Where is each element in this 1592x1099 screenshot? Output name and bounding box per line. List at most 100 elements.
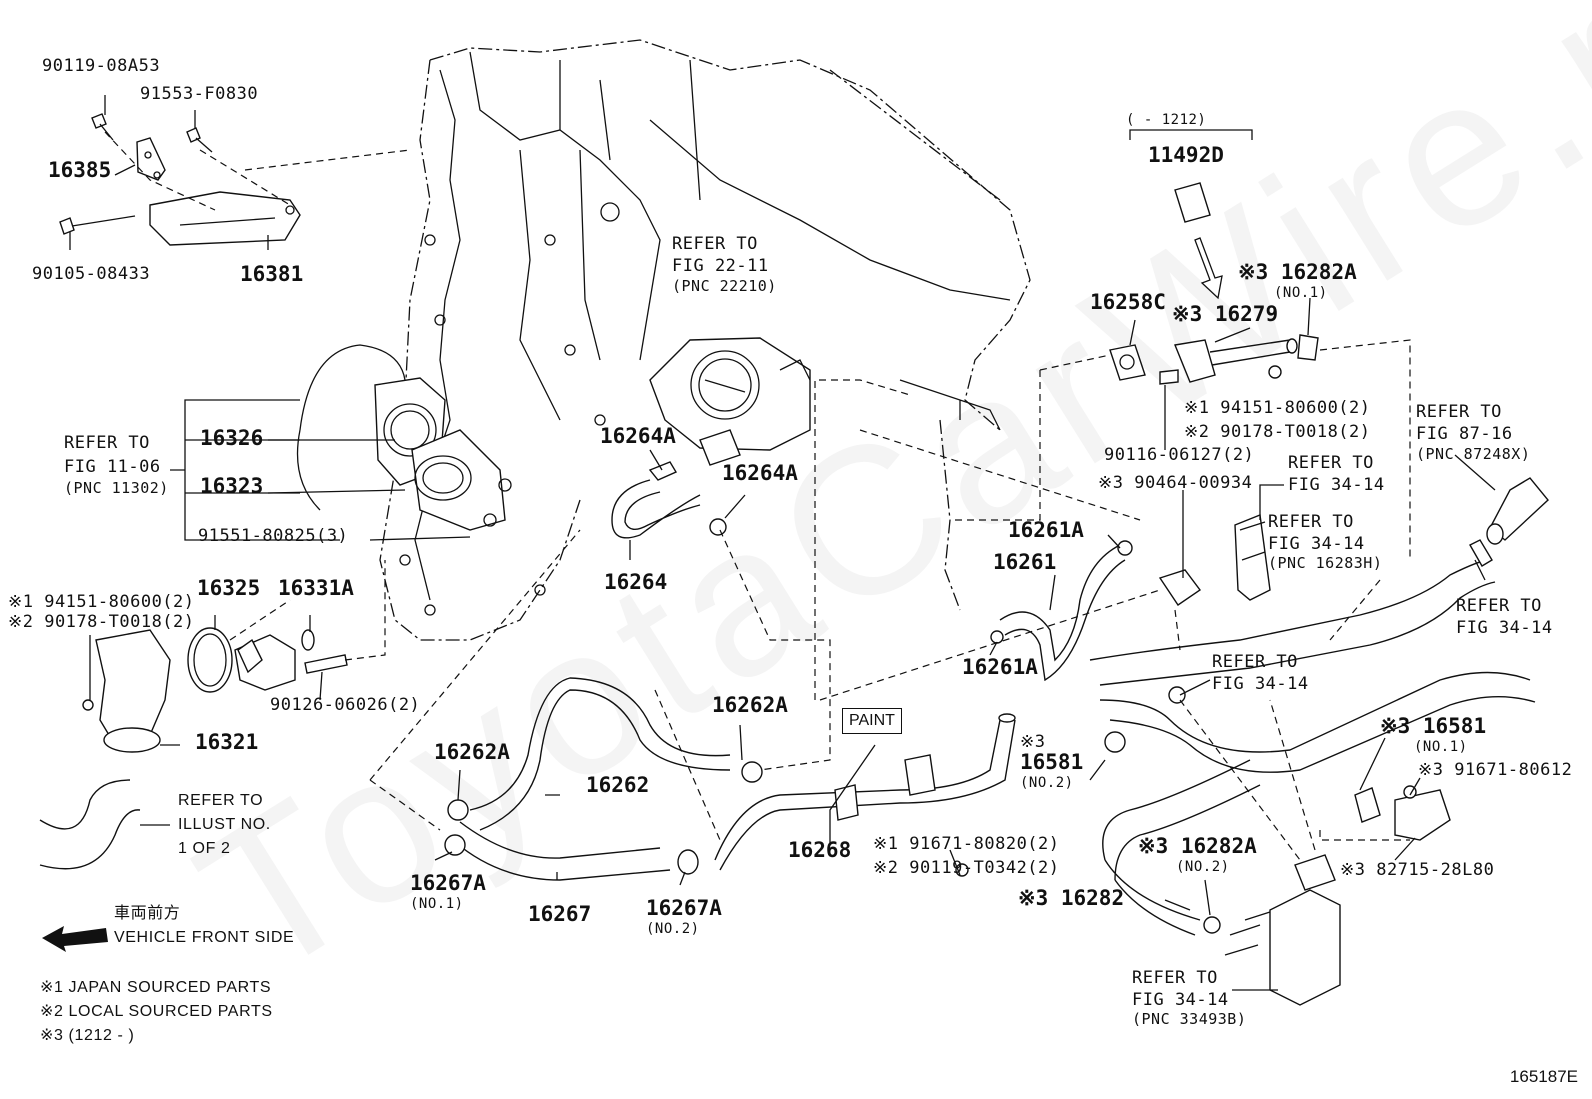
part-16267A-no1-sub: (NO.1) <box>410 896 464 912</box>
ref-fig-87-16-line3: (PNC 87248X) <box>1416 445 1531 463</box>
ref-fig-11-06-line3: (PNC 11302) <box>64 479 169 497</box>
part-90178-T0018-b: ※2 90178-T0018(2) <box>1184 422 1371 442</box>
ref-fig-11-06-line2: FIG 11-06 <box>64 457 161 477</box>
ref-fig-34-14h-line2: FIG 34-14 <box>1268 534 1365 554</box>
part-16262A-1: 16262A <box>712 693 788 717</box>
part-82715-28L80: ※3 82715-28L80 <box>1340 860 1495 880</box>
part-90464-00934: ※3 90464-00934 <box>1098 473 1253 493</box>
hose-16264 <box>611 479 701 539</box>
part-16325: 16325 <box>197 576 261 600</box>
part-91671-80612: ※3 91671-80612 <box>1418 760 1573 780</box>
ref-fig-34-14m-line1: REFER TO <box>1212 652 1298 672</box>
ref-fig-34-14r-line2: FIG 34-14 <box>1456 618 1553 638</box>
note-japan-sourced: ※1 JAPAN SOURCED PARTS <box>40 979 272 996</box>
ref-fig-22-11-line3: (PNC 22210) <box>672 277 777 295</box>
part-90105-08433: 90105-08433 <box>32 264 151 284</box>
ref-fig-87-16-line1: REFER TO <box>1416 402 1502 422</box>
ref-fig-34-14b-line1: REFER TO <box>1132 968 1218 988</box>
part-16261A-2: 16261A <box>962 655 1038 679</box>
part-16331A: 16331A <box>278 576 354 600</box>
part-16581-no2: 16581 <box>1020 750 1084 774</box>
part-90119-T0342: ※2 90119-T0342(2) <box>873 858 1060 878</box>
part-16267A-no1: 16267A <box>410 871 486 895</box>
part-90116-06127: 90116-06127(2) <box>1104 445 1255 465</box>
part-16282: ※3 16282 <box>1018 886 1125 910</box>
heater-hose-16282 <box>1089 559 1496 686</box>
part-16282A-no2: ※3 16282A <box>1138 834 1257 858</box>
water-inlet-housing <box>374 377 512 531</box>
ref-fig-34-14-line2: FIG 34-14 <box>1288 475 1385 495</box>
part-16581-no1-sub: (NO.1) <box>1414 739 1468 755</box>
range-to-1212: ( - 1212) <box>1126 112 1207 128</box>
hose-16261 <box>999 544 1126 682</box>
part-16268: 16268 <box>788 838 852 862</box>
oil-cooler <box>1224 854 1341 1006</box>
throttle-body <box>648 337 811 481</box>
ref-fig-34-14-line1: REFER TO <box>1288 453 1374 473</box>
engine-hanger-bracket <box>59 113 411 246</box>
radiator-hose-fragment <box>39 779 141 870</box>
arrow-down <box>1194 237 1223 300</box>
part-90178-T0018-a: ※2 90178-T0018(2) <box>8 612 195 632</box>
cover-plate-11492D <box>1174 182 1211 223</box>
engine-block-outline <box>296 39 1031 641</box>
part-16267: 16267 <box>528 902 592 926</box>
thermostat-group <box>82 560 386 753</box>
vehicle-front-en: VEHICLE FRONT SIDE <box>114 929 295 946</box>
part-16323: 16323 <box>200 474 264 498</box>
part-91553-F0830: 91553-F0830 <box>140 84 259 104</box>
part-16326: 16326 <box>200 426 264 450</box>
part-16385: 16385 <box>48 158 112 182</box>
part-90126-06026: 90126-06026(2) <box>270 695 421 715</box>
ref-fig-11-06-line1: REFER TO <box>64 433 150 453</box>
part-16262A-2: 16262A <box>434 740 510 764</box>
ref-illust-line1: REFER TO <box>178 792 264 809</box>
figure-number: 165187E <box>1509 1067 1578 1086</box>
part-16381: 16381 <box>240 262 304 286</box>
part-16282A-no1: ※3 16282A <box>1238 260 1357 284</box>
part-11492D: 11492D <box>1148 143 1224 167</box>
part-94151-80600-a: ※1 94151-80600(2) <box>8 592 195 612</box>
ref-fig-34-14m-line2: FIG 34-14 <box>1212 674 1309 694</box>
hose-16267 <box>454 821 671 881</box>
part-16581-no2-mark: ※3 <box>1020 732 1046 752</box>
ref-fig-34-14b-line2: FIG 34-14 <box>1132 990 1229 1010</box>
part-16258C: 16258C <box>1090 290 1166 314</box>
part-16264: 16264 <box>604 570 668 594</box>
part-91551-80825: 91551-80825(3) <box>198 526 349 546</box>
note-local-sourced: ※2 LOCAL SOURCED PARTS <box>40 1003 273 1020</box>
part-16261: 16261 <box>993 550 1057 574</box>
ref-bracket-left <box>170 399 340 541</box>
ref-fig-34-14b-line3: (PNC 33493B) <box>1132 1010 1247 1028</box>
part-16262: 16262 <box>586 773 650 797</box>
bypass-pipe-16279 <box>1109 334 1319 385</box>
ref-fig-34-14h-line3: (PNC 16283H) <box>1268 554 1383 572</box>
part-94151-80600-b: ※1 94151-80600(2) <box>1184 398 1371 418</box>
part-16581-no2-sub: (NO.2) <box>1020 775 1074 791</box>
part-16282A-no1-sub: (NO.1) <box>1274 285 1328 301</box>
arrow-left-icon <box>42 926 108 952</box>
part-16581-no1: ※3 16581 <box>1380 714 1487 738</box>
ref-fig-87-16-line2: FIG 87-16 <box>1416 424 1513 444</box>
part-16282A-no2-sub: (NO.2) <box>1176 859 1230 875</box>
ref-illust-line2: ILLUST NO. <box>178 816 271 833</box>
hose-16262 <box>469 677 731 831</box>
ref-fig-34-14r-line1: REFER TO <box>1456 596 1542 616</box>
paint-label: PAINT <box>842 708 902 734</box>
ref-fig-22-11-line2: FIG 22-11 <box>672 256 769 276</box>
ref-fig-34-14h-line1: REFER TO <box>1268 512 1354 532</box>
part-90119-08A53: 90119-08A53 <box>42 56 161 76</box>
note-range-1212: ※3 (1212 - ) <box>40 1027 135 1044</box>
part-16321: 16321 <box>195 730 259 754</box>
part-16264A-1: 16264A <box>600 424 676 448</box>
part-16279: ※3 16279 <box>1172 302 1279 326</box>
ref-illust-line3: 1 OF 2 <box>178 840 231 857</box>
part-16261A-1: 16261A <box>1008 518 1084 542</box>
part-16267A-no2-sub: (NO.2) <box>646 921 700 937</box>
part-91671-80820: ※1 91671-80820(2) <box>873 834 1060 854</box>
part-16267A-no2: 16267A <box>646 896 722 920</box>
ref-fig-22-11-line1: REFER TO <box>672 234 758 254</box>
part-16264A-2: 16264A <box>722 461 798 485</box>
